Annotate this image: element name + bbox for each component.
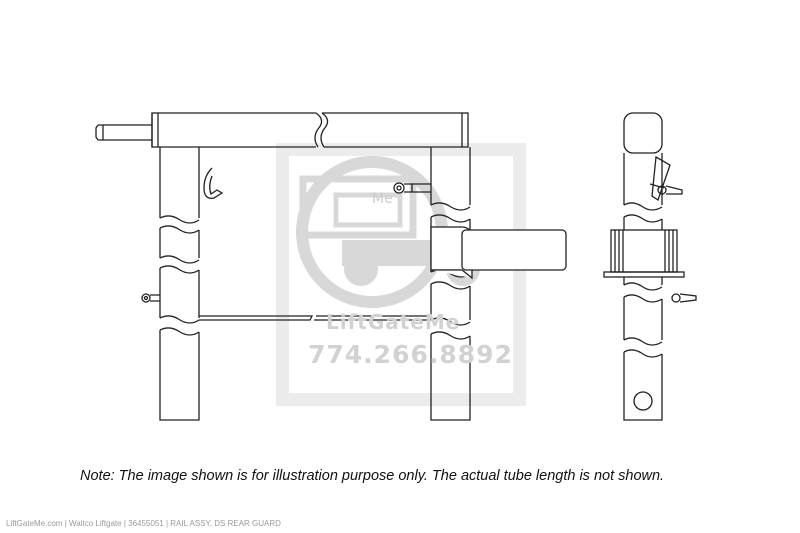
right-post	[393, 147, 471, 421]
watermark-logo-text: Me	[372, 191, 393, 207]
front-view	[95, 112, 567, 421]
watermark-brand: LiftGateMe	[326, 310, 461, 334]
left-post	[141, 147, 224, 421]
footer-caption: LiftGateMe.com | Waltco Liftgate | 36455…	[6, 519, 281, 528]
side-view	[603, 112, 697, 421]
bracket	[430, 226, 567, 280]
top-bar	[95, 112, 469, 148]
slide-bar	[199, 315, 431, 321]
watermark-phone: 774.266.8892	[308, 340, 513, 369]
illustration-note: Note: The image shown is for illustratio…	[80, 468, 665, 484]
